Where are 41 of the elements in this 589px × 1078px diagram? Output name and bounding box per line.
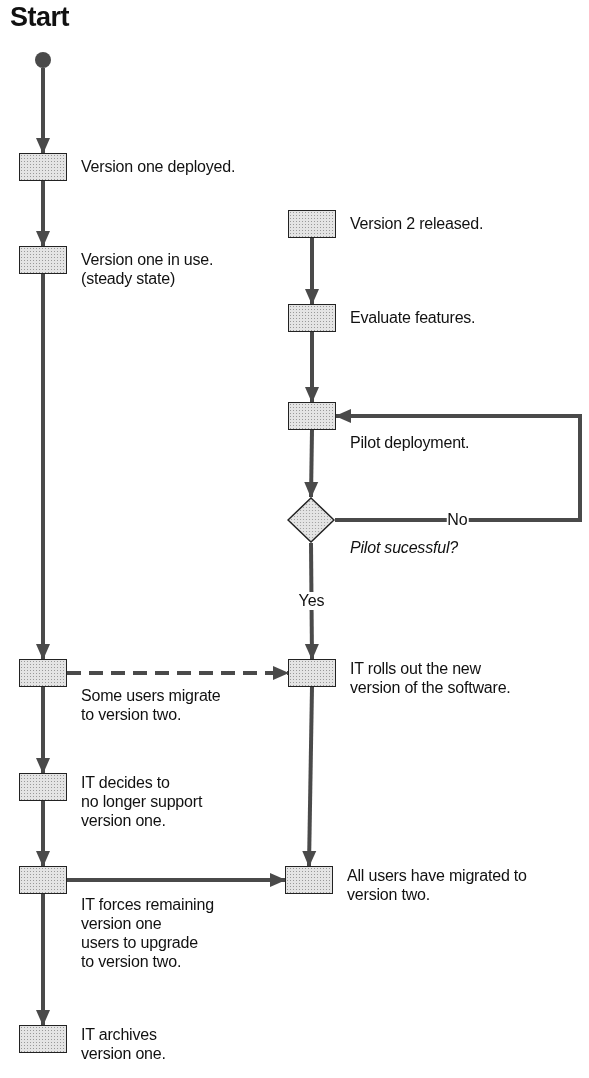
step-description: Version one deployed. — [81, 157, 236, 176]
step-box — [285, 866, 333, 894]
step-description: IT forces remaining version one users to upgrade to version two. — [81, 895, 214, 971]
arrow — [305, 238, 319, 305]
step-description: IT archives version one. — [81, 1025, 166, 1063]
step-box — [19, 246, 67, 274]
arrow — [36, 181, 50, 247]
step-description: IT decides to no longer support version one. — [81, 773, 203, 830]
step-box — [19, 1025, 67, 1053]
arrow — [335, 409, 582, 522]
step-description: Some users migrate to version two. — [81, 686, 221, 724]
arrow — [36, 687, 50, 774]
decision-diamond — [287, 497, 335, 543]
start-dot — [35, 52, 51, 68]
arrow — [305, 332, 319, 403]
step-description: Pilot deployment. — [350, 433, 470, 452]
dashed-arrow — [67, 666, 289, 680]
flowchart-title: Start — [10, 2, 69, 33]
step-box — [288, 402, 336, 430]
step-description: IT rolls out the new version of the software. — [350, 659, 511, 697]
step-description: Version one in use. (steady state) — [81, 250, 214, 288]
arrow — [302, 686, 317, 867]
arrow — [36, 68, 50, 154]
step-box — [19, 659, 67, 687]
step-description: Version 2 released. — [350, 214, 484, 233]
step-box — [19, 153, 67, 181]
step-box — [288, 304, 336, 332]
step-description: Evaluate features. — [350, 308, 476, 327]
arrow — [304, 429, 319, 498]
step-box — [288, 210, 336, 238]
arrow — [67, 873, 286, 887]
arrow — [36, 894, 50, 1026]
step-box — [19, 866, 67, 894]
arrow — [304, 542, 319, 660]
arrow — [36, 801, 50, 867]
step-box — [288, 659, 336, 687]
arrow — [36, 274, 50, 660]
step-box — [19, 773, 67, 801]
edge-label: Yes — [297, 592, 326, 610]
step-description: All users have migrated to version two. — [347, 866, 527, 904]
decision-question: Pilot sucessful? — [350, 538, 458, 557]
